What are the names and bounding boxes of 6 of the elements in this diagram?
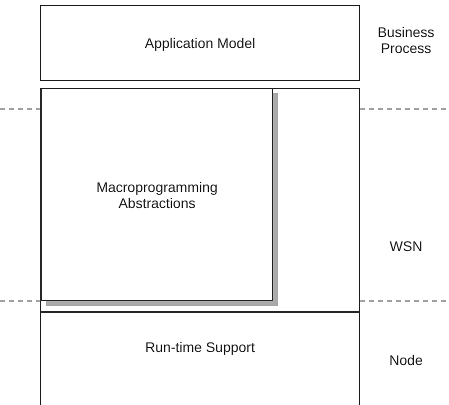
frame-box <box>40 88 360 312</box>
layer-title: Macroprogramming Abstractions <box>95 178 219 210</box>
layer-box <box>40 312 360 405</box>
layer-title: Run-time Support <box>145 339 255 355</box>
layer-title: Application Model <box>144 35 256 51</box>
layer-box <box>40 5 360 81</box>
